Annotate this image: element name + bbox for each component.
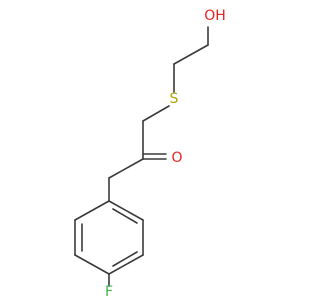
ring-bond-4 xyxy=(74,254,110,275)
bond-c4-c5 xyxy=(108,158,144,179)
background xyxy=(0,0,300,300)
bond-s-c3 xyxy=(142,105,170,122)
atom-label-s: S xyxy=(170,91,179,107)
bond-c1-c2 xyxy=(173,44,209,65)
bonds xyxy=(74,26,209,287)
structure-canvas: OH S O F xyxy=(0,0,300,300)
ring-inner-2 xyxy=(112,251,138,267)
ring-inner-1 xyxy=(112,208,138,224)
atom-label-oh: OH xyxy=(204,8,226,24)
atom-label-o: O xyxy=(171,150,182,166)
ring-bond-6 xyxy=(74,200,110,221)
atom-labels: OH S O F xyxy=(105,8,226,300)
atom-label-f: F xyxy=(105,284,113,300)
ring-bond-3 xyxy=(108,254,144,275)
ring-bond-1 xyxy=(108,200,144,221)
